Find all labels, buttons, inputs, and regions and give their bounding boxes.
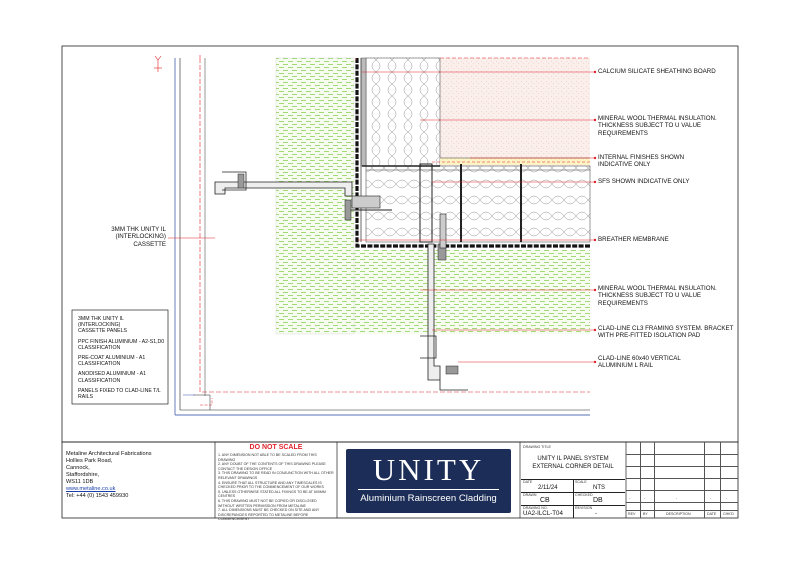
rev-cell: - (726, 496, 728, 500)
drawn-value: CB (540, 497, 550, 504)
address-line: Cannock, (66, 465, 90, 471)
revision-table: - - - - - REV BY DESCRIPTION DATE CHK'D (626, 442, 738, 518)
logo-tagline: Aluminium Rainscreen Cladding (360, 493, 497, 504)
spec-line: ANODISED ALUMINIUM - A1 CLASSIFICATION (78, 371, 147, 384)
label-sfs: SFS SHOWN INDICATIVE ONLY (598, 178, 690, 185)
rev-cell: - (676, 496, 678, 500)
rev-header: DATE (707, 512, 717, 516)
checked-value: DB (593, 497, 603, 504)
company-website-link[interactable]: www.metaline.co.uk (66, 486, 116, 492)
logo-word: UNITY (372, 452, 485, 487)
drawing-number: UA2-ILCL-T04 (523, 510, 563, 517)
address-line: Staffordshire, (66, 472, 100, 478)
label-internal-finishes: INTERNAL FINISHES SHOWN INDICATIVE ONLY (598, 154, 685, 169)
do-not-scale-heading: DO NOT SCALE (249, 444, 303, 451)
revision-label: REVISION (575, 506, 593, 510)
note-item: 7. ALL DIMENSIONS MUST BE CHECKED ON SIT… (218, 508, 320, 522)
rev-header: BY (643, 512, 648, 516)
label-calcium-silicate: CALCIUM SILICATE SHEATHING BOARD (598, 68, 716, 75)
note-item: 3. THIS DRAWING TO BE READ IN CONJUNCTIO… (218, 471, 334, 480)
drawn-label: DRAWN (523, 493, 537, 497)
date-label: DATE (523, 480, 533, 484)
rev-cell: - (710, 496, 712, 500)
note-item: 5. UNLESS OTHERWISE STATED ALL FIXINGS T… (218, 489, 326, 499)
company-name: Metaline Architectural Fabrications (66, 451, 152, 457)
label-breather-membrane: BREATHER MEMBRANE (598, 236, 669, 243)
note-item: 4. ENSURE THAT ALL STRUCTURE AND ANY TIM… (218, 480, 324, 490)
spec-line: PPC FINISH ALUMINIUM - A2-S1,D0 CLASSIFI… (78, 338, 165, 351)
label-framing-system: CLAD-LINE CL3 FRAMING SYSTEM. BRACKET WI… (598, 325, 734, 340)
rev-header: REV (628, 512, 636, 516)
label-cassette: 3MM THK UNITY IL (INTERLOCKING) CASSETTE (111, 226, 166, 248)
scale-label: SCALE (575, 480, 587, 484)
drawing-number-label: DRAWING NO. (523, 506, 548, 510)
note-item: 6. THIS DRAWING MUST NOT BE COPIED OR DI… (218, 498, 317, 508)
scale-value: NTS (593, 485, 605, 491)
company-phone: Tel: +44 (0) 1543 459930 (66, 493, 129, 499)
spec-box: 3MM THK UNITY IL (INTERLOCKING) CASSETTE… (78, 316, 166, 400)
spec-line: PRE-COAT ALUMINIUM - A1 CLASSIFICATION (78, 355, 146, 368)
checked-label: CHECKED (575, 493, 593, 497)
drawing-title: UNITY IL PANEL SYSTEM EXTERNAL CORNER DE… (532, 456, 614, 470)
spec-line: 3MM THK UNITY IL (INTERLOCKING) CASSETTE… (78, 316, 127, 335)
note-item: 2. ANY DOUBT OF THE CONTENTS OF THIS DRA… (218, 462, 326, 471)
label-mineral-wool-top: MINERAL WOOL THERMAL INSULATION. THICKNE… (598, 115, 717, 137)
rev-header: DESCRIPTION (666, 512, 691, 516)
notes-block: DO NOT SCALE 1. ANY DIMENSION NOT ABLE T… (218, 444, 334, 522)
rev-cell: - (629, 496, 631, 500)
rev-header: CHK'D (723, 512, 734, 516)
address-line: WS11 1DB (66, 479, 94, 485)
drawing-title-label: DRAWING TITLE (523, 445, 551, 449)
rev-cell: - (644, 496, 646, 500)
revision-value: - (595, 511, 597, 517)
company-block: Metaline Architectural Fabrications Holl… (66, 451, 152, 500)
address-line: Hollies Park Road, (66, 458, 113, 464)
spec-line: PANELS FIXED TO CLAD-LINE T/L RAILS (78, 387, 161, 401)
label-vertical-rail: CLAD-LINE 60x40 VERTICAL ALUMINIUM L RAI… (598, 355, 681, 370)
date-value: 2/11/24 (538, 485, 558, 491)
label-mineral-wool-bottom: MINERAL WOOL THERMAL INSULATION. THICKNE… (598, 285, 717, 307)
note-item: 1. ANY DIMENSION NOT ABLE TO BE SCALED F… (218, 453, 317, 462)
unity-logo: UNITY Aluminium Rainscreen Cladding (346, 449, 511, 513)
